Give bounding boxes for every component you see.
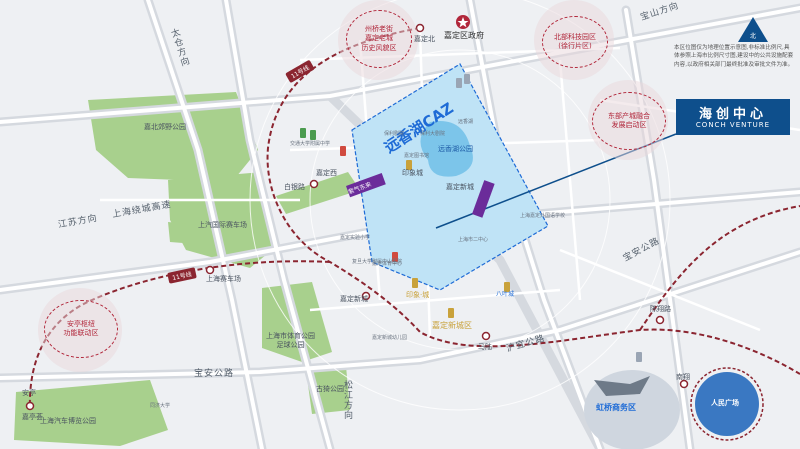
station-label: 嘉定新城	[340, 295, 368, 303]
brand-name-cn: 海创中心	[698, 107, 767, 122]
park-auto-museum	[14, 380, 168, 446]
station-label: 南翔	[676, 373, 690, 381]
landmark-hongqiao: 虹桥商务区	[596, 403, 636, 412]
poi-label: 同济大学	[150, 403, 171, 409]
tower-icon	[636, 352, 642, 362]
tower-icon	[464, 74, 470, 84]
landmark-gov: 嘉定区政府	[444, 31, 484, 40]
poi-label: 保利剧院	[384, 131, 405, 137]
callout-north-tech: 北部科技园区 (徐行片区)	[542, 16, 608, 68]
legend-note: 本区位图仅为地理位置示意图,非标准比例尺,具体参照上海市比例尺寸图,建设中的公共…	[674, 45, 794, 68]
station-label: 马陆	[478, 343, 492, 351]
poi-label: 嘉定图书馆	[404, 153, 430, 159]
landmark-people-square: 人民广场	[711, 399, 739, 407]
mall-icon	[448, 308, 454, 318]
poi-label: 上海嘉定外国语学校	[520, 213, 566, 219]
road-label-baoan-sw: 宝安公路	[194, 369, 235, 379]
road-label-songjiang: 松江方向	[342, 380, 352, 420]
station-label: 嘉定北	[414, 35, 435, 43]
landmark-gongxiao: 嘉定新城	[446, 183, 474, 191]
landmark-guyi: 古猗公园	[316, 385, 344, 393]
station-label: 陈翔路	[650, 305, 671, 313]
station-markers	[25, 23, 689, 411]
landmark-park-north: 嘉北郊野公园	[144, 123, 186, 131]
station-label: 嘉亭荟	[22, 413, 43, 421]
poi-label: 交通大学附属中学	[290, 141, 331, 147]
landmark-auto: 上海汽车博览公园	[40, 417, 96, 425]
poi-label: 保利大剧院	[420, 131, 446, 137]
compass-icon	[738, 17, 768, 42]
park-strip	[168, 222, 252, 248]
poi-label: 复旦大学附属中山医院	[352, 259, 403, 265]
landmark-sports: 上海市体育公园 足球公园	[266, 332, 315, 350]
brand-name-en: CONCH VENTURE	[695, 121, 771, 129]
mall-icon	[412, 278, 418, 288]
landmark-yuanxiang-park: 远香湖公园	[438, 145, 473, 153]
hospital-icon	[392, 252, 398, 262]
poi-label: 远香湖	[458, 119, 474, 125]
mall-icon	[504, 282, 510, 292]
hospital-icon	[340, 146, 346, 156]
people-square-blob	[695, 372, 759, 436]
school-icon	[300, 128, 306, 138]
landmark-new-city: 嘉定新城区	[432, 321, 472, 330]
station-label: 白银路	[284, 183, 305, 191]
landmark-racing: 上汽国际赛车场	[198, 221, 247, 229]
poi-label: 嘉定体育中心	[372, 261, 403, 267]
mall-icon	[406, 160, 412, 170]
metro-line-11-branch	[28, 260, 331, 411]
callout-zhouqiao: 州桥老街 嘉定老城 历史风貌区	[346, 10, 412, 68]
school-icon	[310, 130, 316, 140]
metro-line-ext	[639, 205, 800, 331]
ziqi-bar	[346, 173, 386, 198]
callout-east-dev: 东部产城融合 发展启动区	[592, 92, 666, 150]
landmark-yinshi: 印象城	[402, 169, 423, 177]
poi-label: 嘉定新城幼儿园	[372, 335, 408, 341]
compass-label: 北	[750, 33, 757, 40]
lake-yuanxiang	[420, 121, 473, 177]
caz-zone	[351, 63, 549, 291]
landmark-bayecheng: 八叶城	[496, 291, 515, 298]
tower-icon	[456, 78, 462, 88]
plane-icon	[594, 376, 650, 396]
station-label: 安亭	[22, 389, 36, 397]
landmark-yinxiang: 印象·城	[406, 291, 430, 299]
poi-label: 上海市二中心	[458, 237, 489, 243]
park-green-belt	[276, 172, 360, 214]
metro-line-11-main	[266, 27, 800, 375]
hyperloop-bar	[472, 180, 495, 218]
callout-anting: 安亭枢纽 功能联动区	[44, 300, 118, 358]
station-label: 嘉定西	[316, 169, 337, 177]
brand-box[interactable]: 海创中心 CONCH VENTURE	[676, 99, 790, 135]
station-label: 上海赛车场	[206, 275, 241, 283]
poi-label: 嘉定实验小学	[340, 235, 371, 241]
